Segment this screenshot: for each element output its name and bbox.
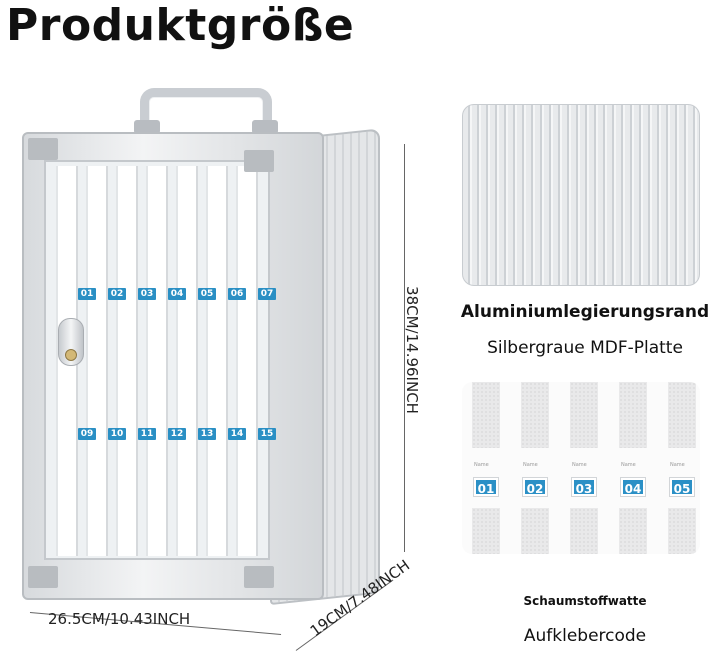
height-dimension: 38CM/14.96INCH [403,286,421,414]
tag-name-text: Name [523,462,538,468]
tag-name-text: Name [474,462,489,468]
sticker-number-tag: 01 [473,477,499,497]
phone-slot [238,166,256,556]
slot-number-label: 01 [78,288,96,300]
glass-door: 01 02 03 04 05 06 07 09 10 11 12 13 14 15 [44,160,276,560]
slot-number-label: 11 [138,428,156,440]
slot-number-label: 03 [138,288,156,300]
corner-guard [28,138,58,160]
phone-slot [88,166,106,556]
sticker-caption: Aufklebercode [523,626,647,646]
corner-guard [28,566,58,588]
foam-slot [472,382,500,448]
handle-mount-right [252,120,278,134]
foam-slot [521,382,549,448]
aluminum-caption: Aluminiumlegierungsrand [460,302,710,322]
slot-number-label: 05 [198,288,216,300]
slot-number-label: 12 [168,428,186,440]
slot-number-label: 13 [198,428,216,440]
sticker-number-tag: 02 [522,477,548,497]
phone-slot [178,166,196,556]
slot-number-label: 14 [228,428,246,440]
foam-slot [570,508,598,554]
foam-slot [570,382,598,448]
page-title: Produktgröße [6,0,355,51]
foam-slot [472,508,500,554]
mdf-caption: Silbergraue MDF-Platte [487,338,683,358]
slot-number-label: 06 [228,288,246,300]
handle-mount-left [134,120,160,134]
tag-name-text: Name [572,462,587,468]
handle [140,88,272,136]
foam-slot [668,508,696,554]
slot-number-label: 10 [108,428,126,440]
foam-slot [521,508,549,554]
height-dimension-line [404,144,405,552]
slot-number-label: 07 [258,288,276,300]
foam-slot [619,382,647,448]
phone-slot [208,166,226,556]
lock-icon [58,318,84,366]
foam-detail-image: Name 01 Name 02 Name 03 Name 04 Name 05 [462,382,700,554]
corner-guard [244,566,274,588]
keyhole-icon [65,349,77,361]
corner-guard [244,150,274,172]
slot-number-label: 15 [258,428,276,440]
sticker-number-tag: 05 [669,477,695,497]
tag-name-text: Name [621,462,636,468]
slot-number-label: 04 [168,288,186,300]
width-dimension: 26.5CM/10.43INCH [48,610,191,628]
slot-number-label: 09 [78,428,96,440]
aluminum-detail-image [462,104,700,286]
foam-slot [668,382,696,448]
slot-number-label: 02 [108,288,126,300]
tag-name-text: Name [670,462,685,468]
phone-slot [118,166,136,556]
foam-caption: Schaumstoffwatte [523,594,647,608]
foam-slot [619,508,647,554]
sticker-number-tag: 04 [620,477,646,497]
phone-slot [148,166,166,556]
sticker-number-tag: 03 [571,477,597,497]
